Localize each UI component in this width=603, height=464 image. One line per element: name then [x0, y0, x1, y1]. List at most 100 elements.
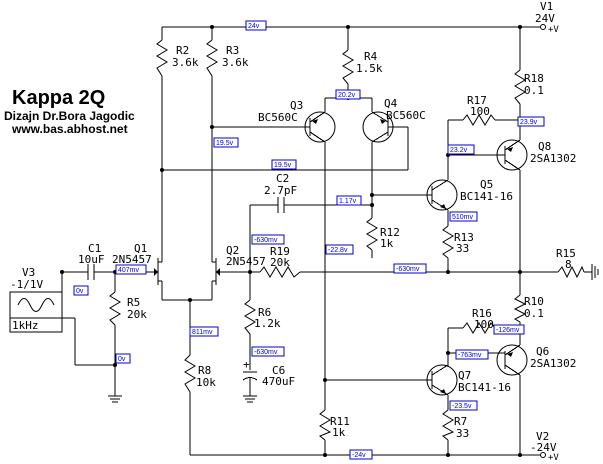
- r8-name: R8: [198, 364, 211, 377]
- q2-name: Q2: [226, 244, 239, 257]
- resistor-r16: R16 100: [462, 307, 496, 334]
- svg-text:-22.8v: -22.8v: [328, 247, 348, 254]
- c1-name: C1: [88, 242, 101, 255]
- v3-name: V3: [22, 266, 35, 279]
- supply-v2: V2 -24V +V: [530, 430, 559, 463]
- transistor-q3: Q3 BC560C: [258, 99, 336, 143]
- r15-name: R15: [556, 247, 576, 260]
- resistor-r11: R11 1k: [319, 409, 350, 441]
- transistor-q4: Q4 BC560C: [362, 97, 426, 143]
- resistor-r8: R8 10k: [184, 354, 216, 393]
- svg-text:-630mv: -630mv: [396, 266, 420, 273]
- svg-text:24v: 24v: [248, 23, 260, 30]
- probe-output: -630mv: [393, 263, 427, 274]
- probe-q8-emitter: 23.9v: [517, 116, 545, 127]
- source-v3: 1kHz V3 -1/1V: [9, 266, 63, 333]
- r4-value: 1.5k: [356, 62, 383, 75]
- probe-jfet-sources: 811mv: [189, 326, 219, 337]
- q1-value: 2N5457: [112, 253, 152, 266]
- q8-name: Q8: [538, 140, 551, 153]
- q8-value: 2SA1302: [530, 152, 576, 165]
- v1-value: 24V: [535, 12, 555, 25]
- ground-symbol: [243, 392, 257, 403]
- probe-c6-node: -630mv: [251, 346, 285, 357]
- jfet-q1: Q1 2N5457: [112, 242, 163, 285]
- resistor-r4: R4 1.5k: [342, 49, 383, 85]
- svg-text:0v: 0v: [118, 356, 126, 363]
- schematic-title: Kappa 2Q: [12, 87, 105, 109]
- probe-q6-base: -126mv: [493, 324, 525, 335]
- r12-name: R12: [380, 226, 400, 239]
- junctions: [60, 25, 522, 457]
- transistor-q7: Q7 BC141-16: [426, 364, 511, 396]
- r7-value: 33: [456, 427, 469, 440]
- ground-symbol: [591, 264, 599, 280]
- author-credit: Dizajn Dr.Bora Jagodic: [4, 109, 135, 123]
- resistor-r17: R17 100: [462, 94, 496, 126]
- r13-value: 33: [456, 242, 469, 255]
- r5-name: R5: [127, 296, 140, 309]
- svg-text:510mv: 510mv: [452, 214, 474, 221]
- probe-q3-base: 19.5v: [213, 137, 239, 148]
- r16-name: R16: [472, 307, 492, 320]
- svg-text:-763mv: -763mv: [458, 352, 482, 359]
- q7-value: BC141-16: [458, 381, 511, 394]
- q4-value: BC560C: [386, 109, 426, 122]
- r10-name: R10: [524, 295, 544, 308]
- resistor-r5: R5 20k: [109, 291, 147, 326]
- svg-text:23.9v: 23.9v: [520, 119, 538, 126]
- probe-q7-base: -763mv: [455, 349, 489, 360]
- probe-q8-base: 23.2v: [447, 144, 475, 155]
- v1-name: V1: [540, 0, 553, 13]
- probe-q5-base: 1.17v: [336, 195, 362, 206]
- c2-value: 2.7pF: [264, 184, 297, 197]
- r18-name: R18: [524, 72, 544, 85]
- jfet-q2: Q2 2N5457: [211, 244, 266, 285]
- resistor-r18: R18 0.1: [514, 69, 544, 105]
- resistor-r12: R12 1k: [366, 217, 400, 251]
- svg-text:-630mv: -630mv: [254, 237, 278, 244]
- r5-value: 20k: [127, 308, 147, 321]
- svg-text:1.17v: 1.17v: [339, 198, 357, 205]
- c2-name: C2: [276, 172, 289, 185]
- r6-value: 1.2k: [254, 317, 281, 330]
- r10-value: 0.1: [524, 307, 544, 320]
- probe-q3q4-emitters: 20.2v: [335, 89, 361, 100]
- resistor-r3: R3 3.6k: [206, 39, 249, 77]
- svg-text:811mv: 811mv: [192, 329, 213, 336]
- svg-text:20.2v: 20.2v: [338, 92, 356, 99]
- c1-value: 10uF: [78, 253, 105, 266]
- svg-text:0v: 0v: [76, 288, 84, 295]
- v2-value: -24V: [530, 441, 557, 454]
- r16-value: 100: [474, 318, 494, 331]
- q4-name: Q4: [384, 97, 398, 110]
- transistor-q5: Q5 BC141-16: [426, 178, 513, 211]
- transistor-q8: Q8 2SA1302: [496, 139, 576, 171]
- capacitor-c6: + C6 470uF: [242, 358, 295, 392]
- voltage-probes: 24v 20.2v 23.9v 19.5v 19.5v 23.2v 1.17v …: [73, 20, 545, 460]
- svg-text:407mv: 407mv: [118, 267, 140, 274]
- q5-value: BC141-16: [460, 190, 513, 203]
- q2-value: 2N5457: [226, 255, 266, 268]
- probe-top-rail: 24v: [245, 20, 267, 31]
- resistor-r2: R2 3.6k: [156, 39, 199, 77]
- r6-name: R6: [258, 306, 271, 319]
- q6-value: 2SA1302: [530, 357, 576, 370]
- c6-value: 470uF: [262, 375, 295, 388]
- q3-value: BC560C: [258, 111, 298, 124]
- ground-symbol: [108, 392, 122, 403]
- q6-name: Q6: [536, 345, 549, 358]
- svg-text:-630mv: -630mv: [254, 349, 278, 356]
- probe-input: 0v: [73, 285, 89, 296]
- probe-q3-collector: -22.8v: [325, 244, 354, 255]
- r3-value: 3.6k: [222, 56, 249, 69]
- wires: [61, 26, 592, 456]
- r11-value: 1k: [332, 426, 346, 439]
- v2-name: V2: [536, 430, 549, 443]
- r12-value: 1k: [380, 237, 394, 250]
- v3-freq: 1kHz: [12, 319, 39, 332]
- svg-text:-126mv: -126mv: [496, 327, 520, 334]
- svg-text:-23.5v: -23.5v: [452, 403, 472, 410]
- q3-name: Q3: [290, 99, 303, 112]
